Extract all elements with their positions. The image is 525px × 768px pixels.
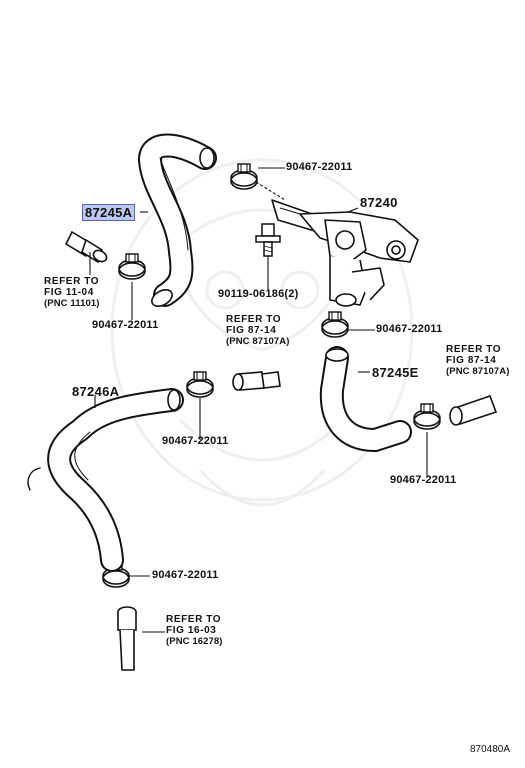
pipe-stub-left	[64, 230, 108, 264]
callout-hose-e[interactable]: 87245E	[372, 365, 419, 380]
ref-line1: REFER TO	[446, 344, 502, 355]
clamp-upper	[230, 163, 258, 190]
pipe-stub-right	[449, 394, 498, 426]
diagram-code: 870480A	[470, 744, 511, 755]
callout-clamp-left[interactable]: 90467-22011	[92, 319, 159, 331]
ref-fig-11-04[interactable]: REFER TO FIG 11-04 (PNC 11101)	[44, 276, 100, 309]
ref-line2: FIG 87-14	[446, 355, 497, 366]
water-valve-87240	[271, 199, 419, 307]
ref-fig-16-03[interactable]: REFER TO FIG 16-03 (PNC 16278)	[166, 614, 223, 647]
clamp-right-upper	[321, 311, 349, 338]
callout-clamp-bottom[interactable]: 90467-22011	[152, 569, 219, 581]
callout-valve[interactable]: 87240	[360, 195, 398, 210]
pipe-stub-center	[232, 371, 281, 391]
callout-bolt[interactable]: 90119-06186(2)	[218, 288, 299, 300]
callout-clamp-upper[interactable]: 90467-22011	[286, 161, 353, 173]
callout-clamp-center[interactable]: 90467-22011	[162, 435, 229, 447]
clamp-left	[118, 253, 146, 280]
ref-line3: (PNC 16278)	[166, 636, 223, 647]
hose-87245A	[138, 133, 217, 307]
ref-fig-87-14-center[interactable]: REFER TO FIG 87-14 (PNC 87107A)	[226, 314, 290, 347]
bolt-90119	[255, 223, 281, 257]
ref-line2: FIG 87-14	[226, 325, 277, 336]
pipe-bottom	[117, 606, 137, 671]
ref-line2: FIG 11-04	[44, 287, 94, 298]
clamp-center	[186, 371, 214, 398]
ref-line3: (PNC 87107A)	[446, 366, 510, 377]
hose-87246A	[27, 388, 184, 572]
ref-line1: REFER TO	[44, 276, 100, 287]
ref-line2: FIG 16-03	[166, 625, 217, 636]
ref-line3: (PNC 87107A)	[226, 336, 290, 347]
ref-fig-87-14-right[interactable]: REFER TO FIG 87-14 (PNC 87107A)	[446, 344, 510, 377]
hose-87245E	[319, 346, 412, 453]
ref-line1: REFER TO	[226, 314, 282, 325]
clamp-right-lower	[413, 403, 441, 430]
callout-clamp-right-upper[interactable]: 90467-22011	[376, 323, 443, 335]
callout-hose-highlighted[interactable]: 87245A	[82, 204, 136, 221]
callout-clamp-right-lower[interactable]: 90467-22011	[390, 474, 457, 486]
callout-hose-46a[interactable]: 87246A	[72, 384, 120, 399]
leader-lines	[89, 167, 428, 633]
ref-line1: REFER TO	[166, 614, 222, 625]
ref-line3: (PNC 11101)	[44, 298, 100, 309]
